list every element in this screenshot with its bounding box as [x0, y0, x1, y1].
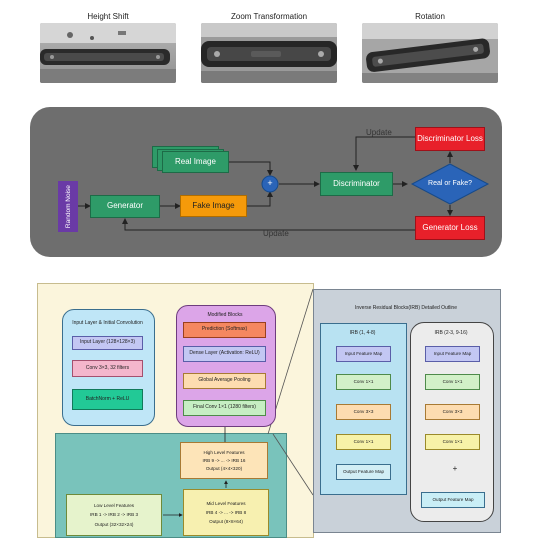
gan-connectors — [78, 136, 490, 231]
sum-node — [261, 175, 279, 193]
fake-image-box: Fake Image — [180, 195, 247, 217]
irb-right-input: Input Feature Map — [425, 346, 480, 362]
irb-left-input: Input Feature Map — [336, 346, 391, 362]
irb-outline-title: Inverse Residual Blocks(IRB) Detailed Ou… — [355, 305, 457, 311]
modified-blocks-title: Modified Blocks — [207, 312, 243, 318]
update-bottom-label: Update — [263, 229, 289, 238]
final-conv-box: Final Conv 1×1 (1280 filters) — [183, 400, 266, 416]
irb-right-conv1: Conv 1×1 — [425, 374, 480, 390]
irb-right-add-label: + — [452, 463, 458, 473]
prediction-box: Prediction (Softmax) — [183, 322, 266, 338]
irb-right-output: Output Feature Map — [421, 492, 485, 508]
input-layer-box: Input Layer (128×128×3) — [72, 336, 143, 350]
zoom-image — [201, 23, 337, 83]
irb-left-conv1b: Conv 1×1 — [336, 434, 391, 450]
low-level-output: Output (32×32×24) — [94, 521, 134, 527]
photo-title-zoom: Zoom Transformation — [230, 12, 308, 21]
irb-right-conv1b: Conv 1×1 — [425, 434, 480, 450]
irb-right-conv3: Conv 3×3 — [425, 404, 480, 420]
discriminator-loss-box: Discriminator Loss — [415, 127, 485, 151]
dense-layer-box: Dense Layer (Activation: ReLU) — [183, 346, 266, 362]
generator-loss-box: Generator Loss — [415, 216, 485, 240]
decision-diamond — [410, 163, 490, 205]
high-level-features-box: High Level Features IRB 9 -> ... -> IRB … — [180, 442, 268, 479]
irb-left-output: Output Feature Map — [336, 464, 391, 480]
input-group-title: Input Layer & Initial Convolution — [72, 320, 143, 326]
photo-title-height-shift: Height Shift — [87, 12, 129, 21]
height-shift-image — [40, 23, 176, 83]
irb-left-title: IRB (1, 4-8) — [349, 330, 376, 336]
irb-left-conv3: Conv 3×3 — [336, 404, 391, 420]
high-level-title: High Level Features — [203, 449, 245, 455]
sum-label: + — [267, 178, 273, 189]
high-level-irb: IRB 9 -> ... -> IRB 16 — [202, 457, 246, 463]
discriminator-box: Discriminator — [320, 172, 393, 196]
batchnorm-relu-box: BatchNorm + ReLU — [72, 389, 143, 410]
update-top-label: Update — [366, 128, 392, 137]
low-level-irb: IRB 1 -> IRB 2 -> IRB 3 — [90, 512, 138, 518]
rotation-image — [362, 23, 498, 83]
low-level-features-box: Low Level Features IRB 1 -> IRB 2 -> IRB… — [66, 494, 162, 536]
high-level-output: Output (4×4×320) — [205, 466, 243, 472]
decision-label: Real or Fake? — [428, 180, 472, 188]
real-image-box: Real Image — [162, 151, 229, 173]
global-avg-pool-box: Global Average Pooling — [183, 373, 266, 389]
mid-level-output: Output (8×8×64) — [209, 519, 243, 525]
low-level-title: Low Level Features — [93, 503, 135, 509]
generator-box: Generator — [90, 195, 160, 218]
irb-left-conv1: Conv 1×1 — [336, 374, 391, 390]
conv-3x3-box: Conv 3×3, 32 filters — [72, 360, 143, 377]
irb-right-title: IRB (2-3, 9-16) — [434, 330, 468, 336]
photo-title-rotation: Rotation — [415, 12, 445, 21]
random-noise-label: Random Noise — [64, 184, 72, 228]
random-noise-box: Random Noise — [58, 181, 78, 232]
mid-level-irb: IRB 4 -> ... -> IRB 8 — [205, 509, 247, 515]
mid-level-features-box: Mid Level Features IRB 4 -> ... -> IRB 8… — [183, 489, 269, 536]
mid-level-title: Mid Level Features — [206, 500, 246, 506]
